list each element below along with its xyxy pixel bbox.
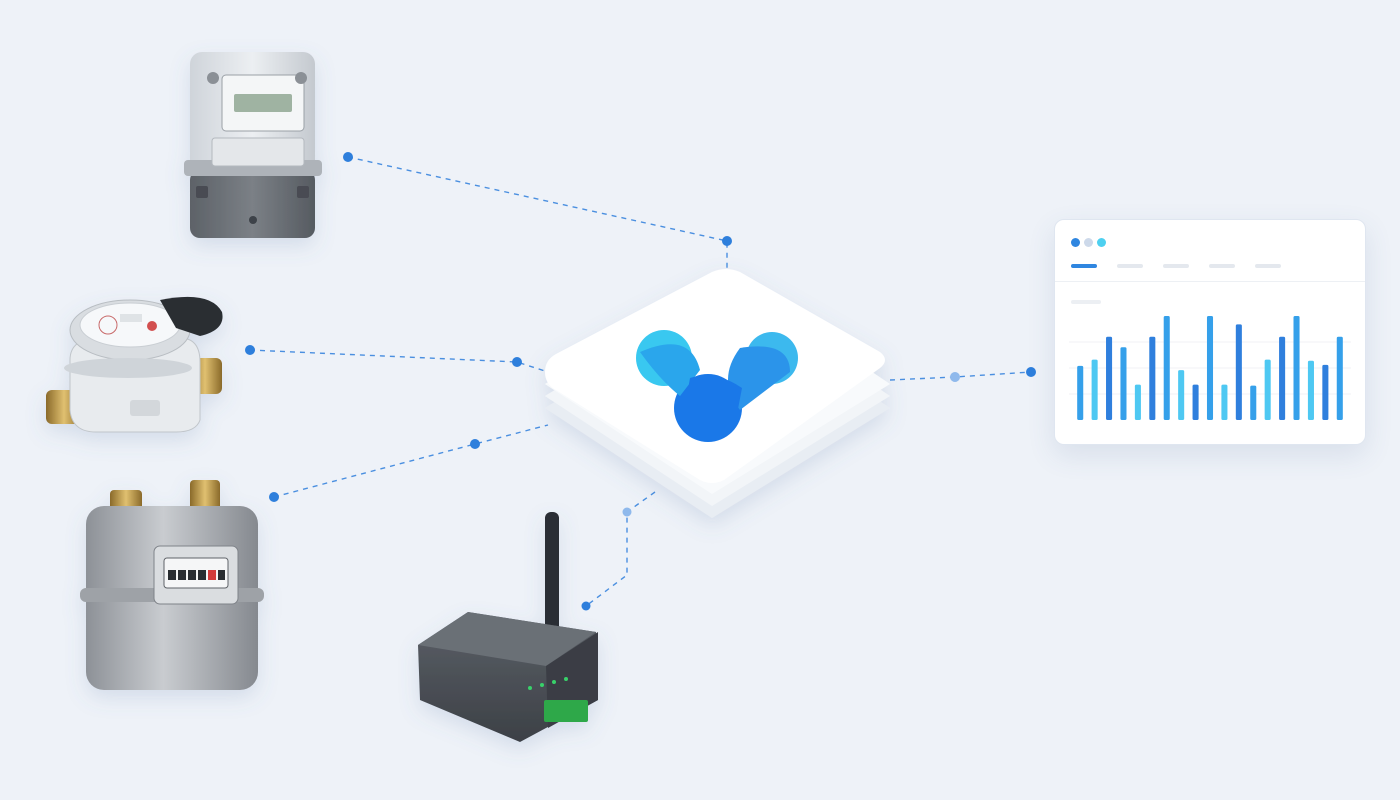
chart-bar (1120, 347, 1127, 420)
window-dots (1071, 238, 1106, 248)
dashboard-tab[interactable] (1209, 264, 1235, 268)
chart-bar (1336, 336, 1343, 420)
chart-bar (1134, 384, 1141, 420)
dashboard-tab[interactable] (1255, 264, 1281, 268)
window-dot (1097, 238, 1106, 247)
chart-bar (1077, 365, 1084, 420)
connector-gateway (585, 491, 656, 607)
router-antenna-icon (418, 512, 598, 742)
dashboard-tab[interactable] (1071, 264, 1097, 268)
connector-dot (343, 152, 353, 162)
connector-dot (245, 345, 255, 355)
chart-bar (1307, 360, 1314, 420)
chart-bar (1279, 336, 1286, 420)
connector-electricity (347, 156, 728, 275)
chart-bar (1235, 324, 1242, 420)
connector-dot (1026, 367, 1036, 377)
connector-dot (269, 492, 279, 502)
connector-dots (245, 152, 1036, 611)
chart-bar (1192, 384, 1199, 420)
connector-dot (581, 601, 591, 611)
chart-bar (1293, 316, 1300, 420)
connector-dashboard (889, 371, 1032, 381)
chart-bar (1264, 359, 1271, 420)
bar-chart (1069, 316, 1351, 420)
connector-dot (622, 507, 632, 517)
chart-bar (1091, 359, 1098, 420)
header-divider (1055, 281, 1365, 282)
window-dot (1071, 238, 1080, 247)
chart-bar (1221, 384, 1228, 420)
dashboard-tabs (1071, 264, 1281, 268)
connector-dot (512, 357, 522, 367)
connector-dot (950, 372, 960, 382)
chart-bar (1322, 364, 1329, 420)
connector-gas (273, 424, 549, 498)
chart-bar (1106, 336, 1113, 420)
chart-subtitle-placeholder (1071, 300, 1101, 304)
chart-bar (1178, 370, 1185, 420)
hub-logo-icon (636, 330, 798, 442)
dashboard-panel (1054, 219, 1366, 445)
chart-bar (1206, 316, 1214, 420)
connector-dot (470, 439, 480, 449)
window-dot (1084, 238, 1093, 247)
connector-dot (722, 236, 732, 246)
dashboard-tab[interactable] (1163, 264, 1189, 268)
gas-meter-icon (80, 480, 264, 690)
chart-bar (1149, 336, 1156, 420)
electricity-meter-icon (184, 52, 322, 238)
connectors (249, 156, 1032, 607)
chart-bar (1163, 316, 1170, 420)
water-meter-icon (46, 296, 223, 433)
chart-bar (1250, 385, 1257, 420)
dashboard-tab[interactable] (1117, 264, 1143, 268)
connector-water (249, 349, 549, 373)
